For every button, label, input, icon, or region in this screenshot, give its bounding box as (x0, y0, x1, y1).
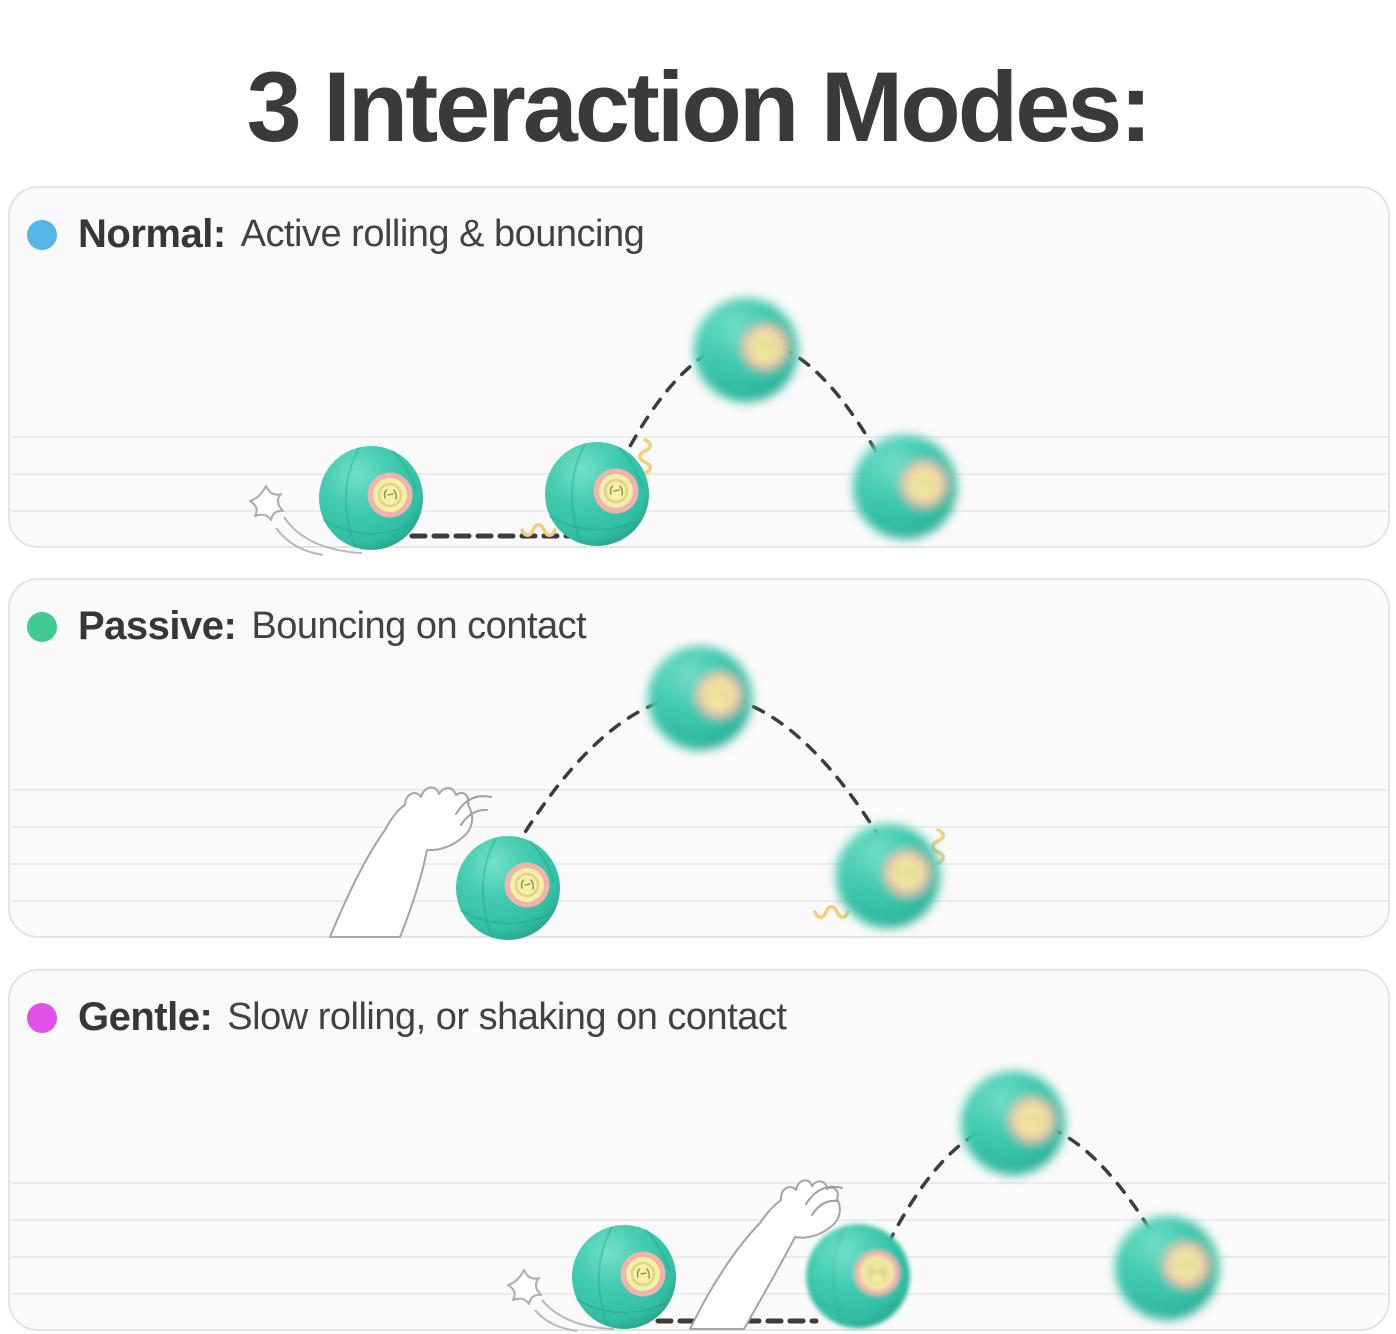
mode-panel-normal: Normal: Active rolling & bouncing (8, 186, 1390, 548)
mode-description: Active rolling & bouncing (240, 213, 645, 255)
panel-header: Gentle: Slow rolling, or shaking on cont… (10, 971, 1388, 1040)
mode-label: Passive: (78, 604, 237, 648)
mode-description: Bouncing on contact (251, 605, 587, 647)
mode-label: Gentle: (78, 995, 213, 1039)
panel-header: Passive: Bouncing on contact (10, 580, 1388, 649)
page-title: 3 Interaction Modes: (246, 51, 1153, 163)
panel-header: Normal: Active rolling & bouncing (10, 188, 1388, 257)
mode-label: Normal: (78, 212, 226, 256)
mode-panel-gentle: Gentle: Slow rolling, or shaking on cont… (8, 969, 1390, 1331)
mode-panel-passive: Passive: Bouncing on contact (8, 578, 1390, 938)
mode-dot-gentle (27, 1002, 57, 1033)
mode-description: Slow rolling, or shaking on contact (227, 996, 787, 1038)
mode-dot-normal (27, 219, 57, 250)
mode-dot-passive (27, 611, 57, 642)
